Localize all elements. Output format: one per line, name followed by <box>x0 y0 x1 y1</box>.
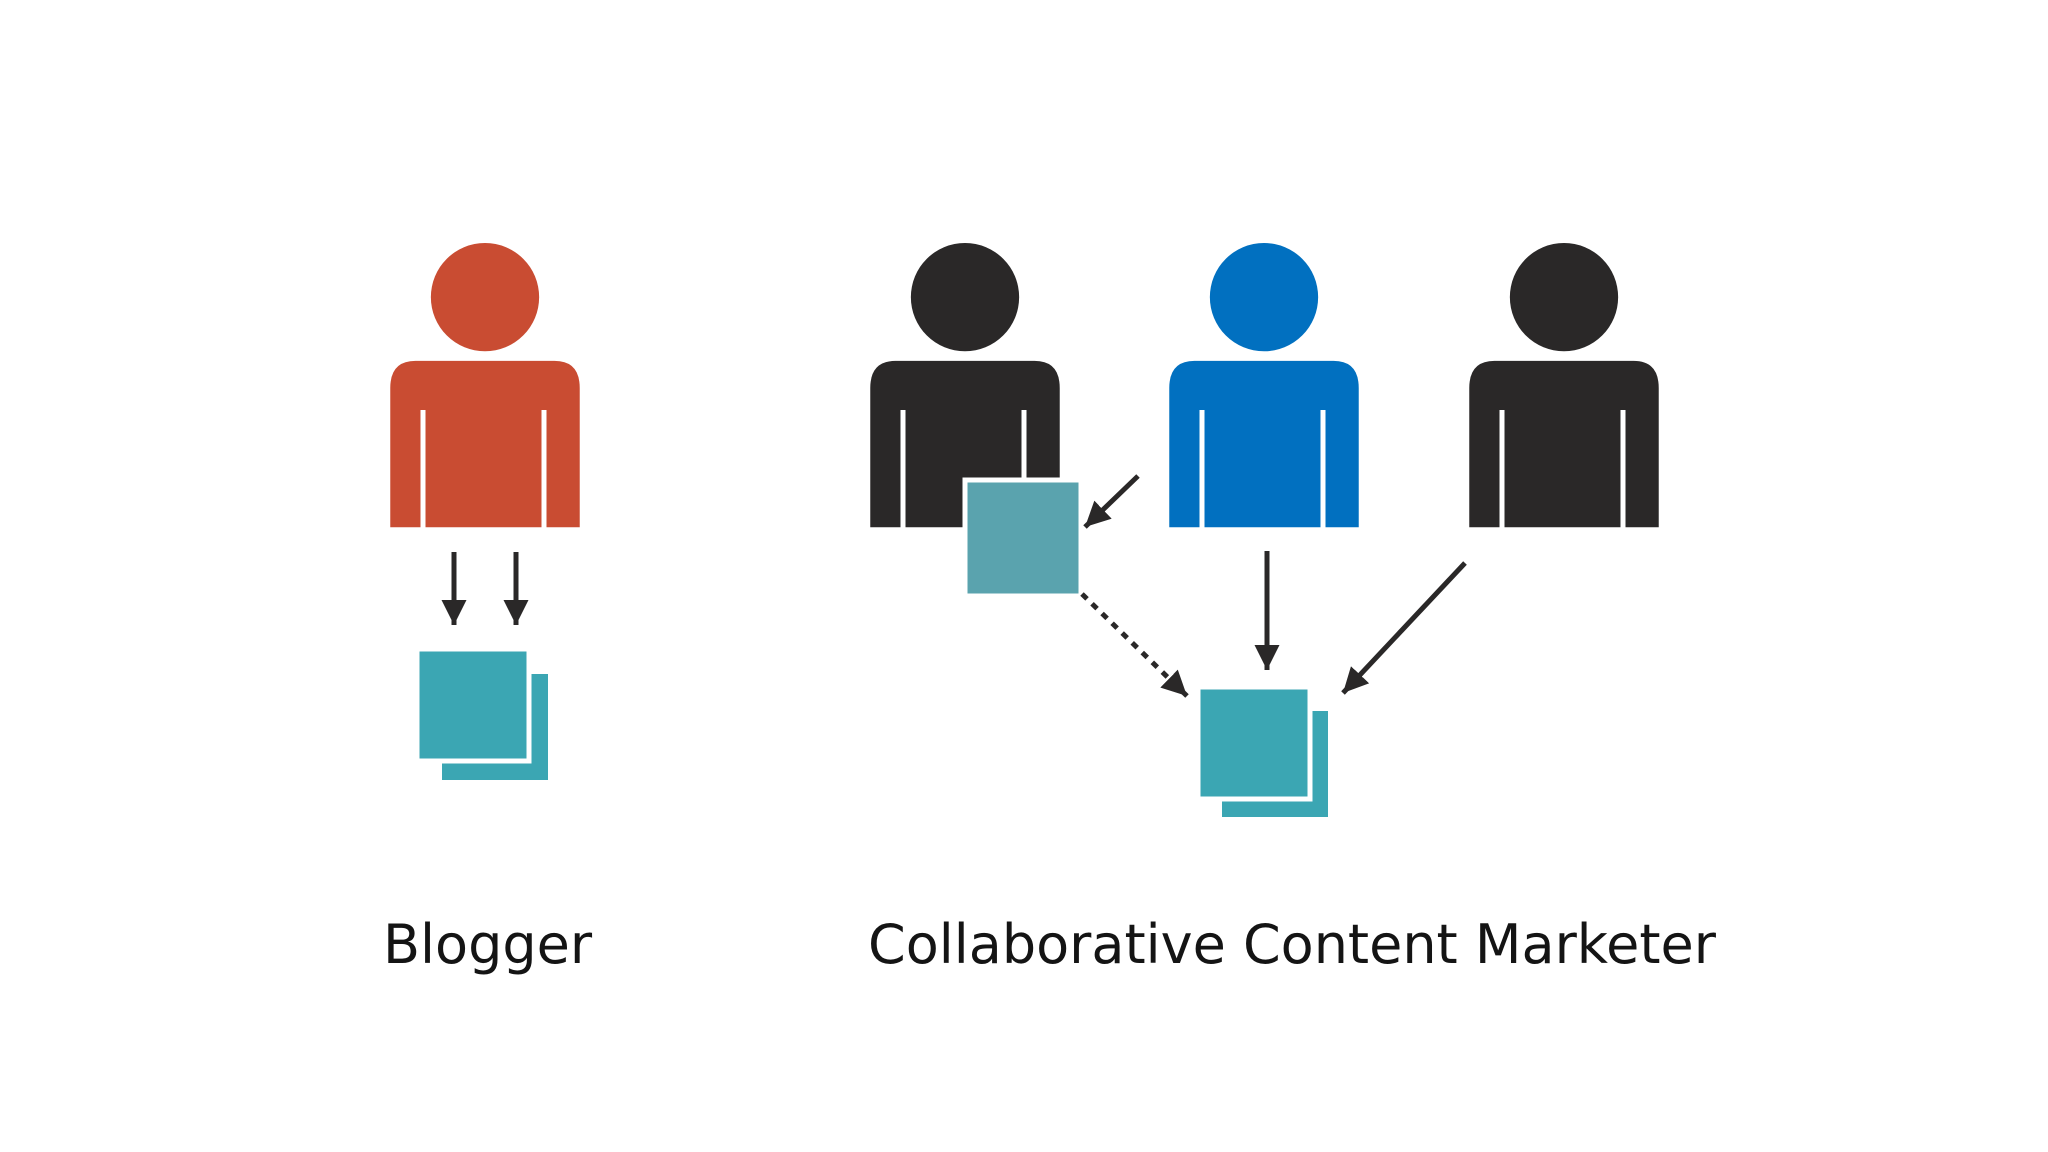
blogger-group <box>390 243 580 780</box>
draft-square-icon <box>962 477 1084 599</box>
blogger-person-icon <box>390 243 580 528</box>
collaborative-content-stack-icon <box>1195 684 1328 817</box>
right-collaborator-person-icon <box>1469 243 1659 528</box>
blogger-content-stack-icon <box>414 646 548 780</box>
dotted-arrow-draft-to-content <box>1080 592 1189 698</box>
collaborative-content-marketer-label: Collaborative Content Marketer <box>868 913 1716 976</box>
arrow-center-to-draft <box>1083 474 1140 529</box>
arrow-right-to-content <box>1341 561 1467 695</box>
center-collaborator-person-icon <box>1169 243 1359 528</box>
collaborative-group <box>870 243 1659 817</box>
blogger-label: Blogger <box>383 913 593 976</box>
